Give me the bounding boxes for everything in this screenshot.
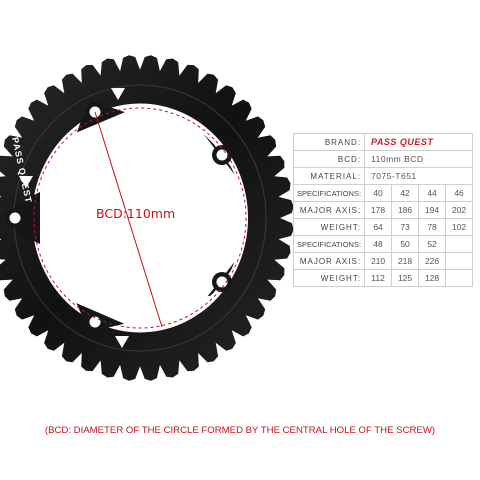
spec-cell: 218	[391, 252, 420, 270]
spec-value-bcd: 110mm BCD	[364, 150, 474, 168]
spec-cell: 210	[364, 252, 393, 270]
spec-label-major-axis: MAJOR AXIS:	[292, 252, 366, 270]
ring-cutout-window	[199, 296, 213, 308]
spec-row-weight: WEIGHT: 64 73 78 102	[292, 218, 474, 236]
spec-value-material: 7075-T651	[364, 167, 474, 185]
spec-cell: 78	[418, 218, 447, 236]
spec-value-brand: PASS QUEST	[364, 133, 474, 151]
spec-cell: 50	[391, 235, 420, 253]
spec-row-specifications: SPECIFICATIONS: 40 42 44 46	[292, 184, 474, 202]
spec-row-major-axis: MAJOR AXIS: 210 218 226	[292, 252, 474, 270]
brand-logo-text: PASS QUEST	[371, 137, 434, 147]
ring-cutout-window	[111, 88, 125, 100]
spec-row-material: MATERIAL: 7075-T651	[292, 167, 474, 185]
spec-label-weight: WEIGHT:	[292, 269, 366, 287]
spec-cell: 125	[391, 269, 420, 287]
spec-label-weight: WEIGHT:	[292, 218, 366, 236]
spec-label-brand: BRAND:	[292, 133, 366, 151]
spec-cell: 52	[418, 235, 447, 253]
spec-row-major-axis: MAJOR AXIS: 178 186 194 202	[292, 201, 474, 219]
spec-cell: 64	[364, 218, 393, 236]
spec-label-bcd: BCD:	[292, 150, 366, 168]
spec-label-specifications: SPECIFICATIONS:	[292, 235, 366, 253]
bcd-caption: (BCD: DIAMETER OF THE CIRCLE FORMED BY T…	[44, 425, 436, 436]
spec-row-brand: BRAND: PASS QUEST	[292, 133, 474, 151]
ring-cutout-window	[19, 176, 33, 188]
ring-cutout-window	[221, 174, 235, 186]
chainring-teeth	[0, 55, 294, 381]
spec-cell: 40	[364, 184, 393, 202]
spec-cell: 48	[364, 235, 393, 253]
bolt-hole	[89, 316, 101, 328]
ring-cutout-window	[115, 336, 129, 348]
bolt-lug	[15, 192, 40, 244]
spec-cell	[445, 235, 474, 253]
spec-row-specifications: SPECIFICATIONS: 48 50 52	[292, 235, 474, 253]
spec-cell: 112	[364, 269, 393, 287]
spec-label-specifications: SPECIFICATIONS:	[292, 184, 366, 202]
spec-row-weight: WEIGHT: 112 125 128	[292, 269, 474, 287]
bolt-hole	[216, 149, 228, 161]
spec-cell: 73	[391, 218, 420, 236]
spec-cell: 44	[418, 184, 447, 202]
spec-cell: 102	[445, 218, 474, 236]
bolt-hole	[216, 276, 228, 288]
spec-cell: 186	[391, 201, 420, 219]
bcd-circle	[33, 107, 247, 329]
spec-cell: 128	[418, 269, 447, 287]
chainring	[0, 55, 294, 381]
spec-row-bcd: BCD: 110mm BCD	[292, 150, 474, 168]
spec-label-material: MATERIAL:	[292, 167, 366, 185]
spec-cell	[445, 269, 474, 287]
spec-cell: 226	[418, 252, 447, 270]
spec-label-major-axis: MAJOR AXIS:	[292, 201, 366, 219]
spec-cell	[445, 252, 474, 270]
spec-cell: 46	[445, 184, 474, 202]
bcd-dimension-label: BCD:110mm	[96, 206, 176, 221]
spec-table: BRAND: PASS QUEST BCD: 110mm BCD MATERIA…	[292, 133, 474, 287]
spec-cell: 202	[445, 201, 474, 219]
spec-cell: 178	[364, 201, 393, 219]
bcd-diameter-line	[94, 111, 163, 328]
bolt-hole	[9, 212, 21, 224]
spec-cell: 42	[391, 184, 420, 202]
spec-cell: 194	[418, 201, 447, 219]
